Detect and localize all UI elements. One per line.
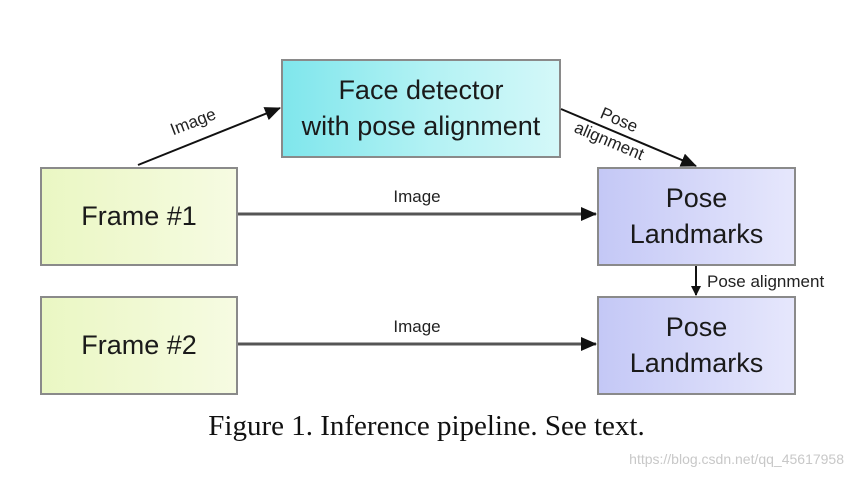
frame-1-label: Frame #1 (81, 200, 197, 231)
edge-label-frame1-to-pose1: Image (393, 187, 440, 206)
face-detector-label: Face detector with pose alignment (301, 74, 541, 141)
frame-1-node: Frame #1 (40, 167, 238, 266)
edge-label-pose1-to-pose2: Pose alignment (707, 272, 824, 291)
arrow-face-to-pose1 (560, 108, 697, 167)
edge-label-frame1-to-face: Image (168, 105, 219, 140)
pose-landmarks-1-node: Pose Landmarks (597, 167, 796, 266)
pose-landmarks-2-node: Pose Landmarks (597, 296, 796, 395)
frame-2-node: Frame #2 (40, 296, 238, 395)
watermark: https://blog.csdn.net/qq_45617958 (629, 451, 844, 467)
pose-landmarks-1-label: Pose Landmarks (629, 182, 764, 249)
pose-landmarks-2-label: Pose Landmarks (629, 311, 764, 378)
arrow-frame1-to-face (137, 107, 281, 166)
figure-caption: Figure 1. Inference pipeline. See text. (208, 410, 645, 442)
face-detector-node: Face detector with pose alignment (281, 59, 561, 158)
edge-label-frame2-to-pose2: Image (393, 317, 440, 336)
frame-2-label: Frame #2 (81, 329, 197, 360)
